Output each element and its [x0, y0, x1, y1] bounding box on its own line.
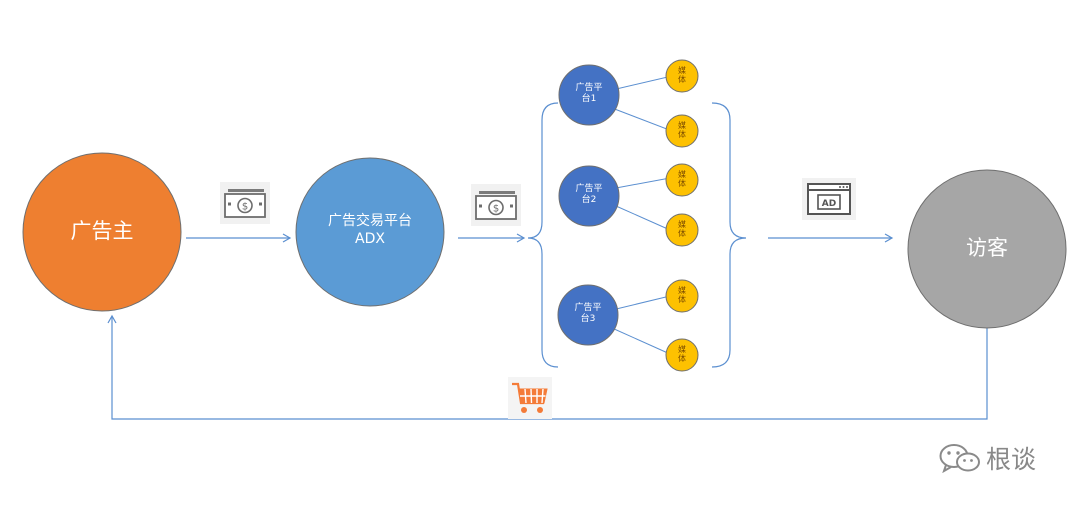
- connector-p3-m2: [611, 327, 671, 355]
- money-icon: $: [220, 182, 270, 224]
- watermark: 根谈: [938, 440, 1036, 476]
- advertiser-node: [22, 152, 182, 312]
- shopping-cart-icon: [508, 377, 552, 419]
- ad-window-icon: AD: [802, 178, 856, 220]
- ad-window-icon-text: AD: [822, 199, 836, 209]
- svg-text:$: $: [242, 202, 248, 213]
- media-node: [665, 163, 699, 197]
- wechat-icon: [939, 444, 980, 473]
- platform-2-node: [558, 165, 620, 227]
- connector-p1-m2: [611, 107, 673, 132]
- platform-3-node: [557, 284, 619, 346]
- media-node: [665, 213, 699, 247]
- connector-p2-m2: [615, 205, 671, 231]
- media-node: [665, 59, 699, 93]
- svg-text:$: $: [493, 204, 499, 215]
- media-node: [665, 114, 699, 148]
- visitor-node: [907, 169, 1067, 329]
- connector-p1-m1: [611, 75, 673, 91]
- left-brace: [527, 102, 559, 368]
- watermark-text: 根谈: [986, 445, 1037, 474]
- media-node: [665, 279, 699, 313]
- right-brace: [711, 102, 747, 368]
- media-node: [665, 338, 699, 372]
- adx-node: [295, 157, 445, 307]
- money-icon: $: [471, 184, 521, 226]
- connector-p2-m1: [615, 177, 671, 189]
- connector-p3-m1: [611, 295, 671, 311]
- platform-1-node: [558, 64, 620, 126]
